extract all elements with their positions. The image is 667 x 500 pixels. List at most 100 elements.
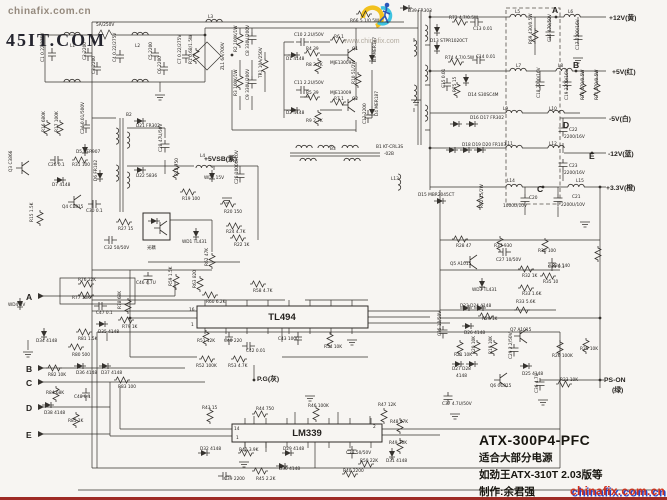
component-label: L13 — [391, 176, 399, 182]
component-label: C10 2.2U/50V — [294, 32, 324, 38]
component-label: MJE13009 — [330, 60, 352, 66]
component-label: C2 2200 — [82, 42, 88, 60]
component-label: R23 10K — [560, 377, 578, 383]
component-label: R3 100K/1W — [233, 69, 239, 96]
optocoupler-box — [142, 212, 171, 241]
component-label: R19 100 — [182, 196, 200, 202]
component-label: Q3 C3866 — [8, 150, 14, 172]
component-label: R31 100 — [72, 162, 90, 168]
component-label: C40 220 — [224, 338, 242, 344]
component-label: D6 FR102 — [93, 160, 99, 181]
component-label: 5A/250V — [96, 22, 114, 28]
point-letter: D — [26, 403, 32, 413]
component-label: L12 — [549, 141, 557, 147]
component-label: R83 100 — [118, 384, 136, 390]
component-label: R72 15/2W — [479, 184, 485, 208]
rail-label: P.G(灰) — [257, 374, 279, 383]
component-label: D1 4148 — [286, 56, 305, 62]
component-label: R46 100K — [308, 403, 329, 409]
output-inductor-dashed-box — [505, 7, 561, 205]
component-label: R26 100K — [552, 353, 573, 359]
component-label: D22 5836 — [136, 173, 157, 179]
component-label: C23 — [569, 163, 578, 169]
component-label: C5 2200 — [148, 42, 154, 60]
component-label: C11 2.2U/50V — [294, 80, 324, 86]
component-label: D34 4148 — [36, 338, 57, 344]
point-letter: A — [26, 292, 32, 302]
component-label: C38 50/50V — [346, 450, 371, 456]
component-label: C18 2200/16V — [536, 67, 542, 98]
title-block: ATX-300P4-PFC 适合大部分电源 如劲王ATX-310T 2.03版等… — [479, 432, 603, 499]
component-label: R34 140 — [552, 263, 570, 269]
component-label: C42 0.01 — [246, 348, 266, 354]
component-label: R73 4.7/0.5W — [449, 15, 479, 21]
component-label: R45 2.2K — [256, 476, 276, 482]
component-label: C3 2200 — [91, 56, 97, 74]
component-label: R60 6.2K — [206, 299, 226, 305]
component-label: 2200/16V — [564, 134, 585, 140]
component-label: R37 930 — [494, 243, 512, 249]
component-label: Q5 A1015 — [450, 261, 472, 267]
title-line-3: 制作:余君强 — [479, 486, 535, 498]
component-label: R30 100 — [538, 248, 556, 254]
component-label: 14 — [234, 426, 240, 432]
ic-lm339-body — [231, 423, 383, 443]
component-label: R20 150 — [224, 209, 242, 215]
component-label: R53 4.7K — [228, 363, 248, 369]
point-letter: E — [26, 430, 32, 440]
component-label: B3 — [330, 146, 336, 152]
rail-label: -12V(蓝) — [608, 149, 634, 158]
component-label: TR1 10A/250V — [258, 47, 264, 79]
component-label: R76 22K — [78, 277, 96, 283]
component-label: 2 — [373, 424, 376, 430]
component-label: R66 5.1/0.5W — [350, 18, 380, 24]
component-label: D29 4148 — [283, 446, 304, 452]
component-label: R7 1 — [334, 96, 344, 102]
component-label: MJE13009 — [330, 90, 352, 96]
bottom-red-edge — [0, 497, 667, 500]
component-label: R2 100K/1W — [233, 25, 239, 52]
component-label: D18 D19 D20 FR103 — [462, 142, 506, 148]
component-label: C31 0.1 — [548, 264, 565, 270]
component-label: R21 10K — [454, 352, 472, 358]
component-label: R69 430/0.5W — [528, 13, 534, 44]
component-label: R29 1K — [482, 316, 498, 322]
component-label: WD3 TL431 — [472, 287, 497, 293]
component-label: D27 D28 — [452, 366, 471, 372]
component-label: R78 68K — [117, 291, 123, 309]
component-label: R4 39 — [306, 46, 319, 52]
component-label: L4 — [200, 153, 205, 159]
component-label: R43 15 — [202, 405, 218, 411]
component-label: R9 2.7K — [306, 118, 323, 124]
component-label: C15 0.01 — [441, 68, 447, 88]
component-label: R79 1K — [122, 324, 138, 330]
component-label: D35 4148 — [98, 329, 119, 335]
component-label: Q7 A1015 — [510, 327, 532, 333]
component-label: 16 — [189, 307, 195, 313]
component-label: C1 0.22/275V — [40, 33, 46, 62]
component-label: R32 1K — [522, 273, 538, 279]
watermark-top-left: chinafix.com.cn — [8, 6, 92, 17]
component-label: WD2 15V — [204, 175, 224, 181]
component-label: R48 47K — [390, 419, 408, 425]
component-label: C13 0.01 — [473, 26, 493, 32]
component-label: Q1 — [352, 46, 358, 52]
component-label: R84 68K — [46, 390, 64, 396]
component-label: C29 2.2/50V — [508, 332, 514, 359]
component-label: R20 10K — [471, 336, 477, 354]
component-label: R15 1.5K — [29, 202, 35, 222]
component-label: C46 4.7U — [136, 280, 156, 286]
component-label: D16 D17 FR302 — [470, 115, 504, 121]
component-label: R71 270/0.5W — [594, 69, 600, 100]
component-label: R50 22K — [360, 458, 378, 464]
ic-and-boxes — [142, 7, 561, 448]
component-label: C21 — [572, 194, 581, 200]
rail-label: (绿) — [612, 385, 623, 394]
component-label: R74 4.7/0.5W — [445, 55, 475, 61]
component-label: C24 0.01/500V — [80, 102, 86, 134]
component-label: B1 KT-CRL3S — [376, 144, 403, 150]
component-label: -02B — [384, 151, 394, 157]
component-label: 光耦 — [147, 244, 156, 251]
component-label: C28 47U/50V — [158, 124, 164, 152]
